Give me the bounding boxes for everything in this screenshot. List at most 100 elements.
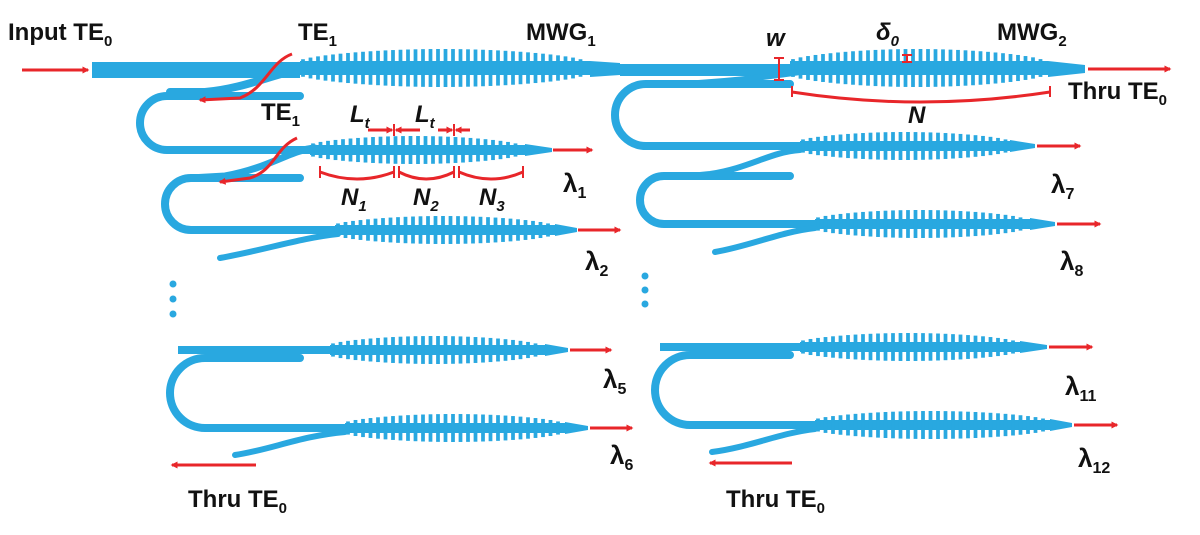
n2-label: N2: [413, 184, 439, 215]
channel-12-grating-tooth: [988, 412, 993, 438]
channel-1-grating-tooth: [438, 136, 443, 164]
u-bend-2: [161, 174, 304, 234]
channel-5-grating-tooth: [496, 338, 500, 362]
channel-11-grating-tooth: [936, 333, 940, 361]
mwg2-grating-tooth: [798, 57, 803, 79]
annotation-layer: [22, 52, 1172, 469]
channel-2-grating-tooth: [433, 216, 438, 244]
channel-12-grating-tooth: [838, 415, 843, 435]
channel-6-grating-tooth: [413, 414, 418, 442]
te1-mid-arrow: [218, 136, 298, 185]
mwg1-grating-tooth: [353, 52, 358, 84]
channel-5-grating-tooth: [383, 337, 388, 363]
bus-input-waveguide: [92, 62, 300, 78]
channel-5-grating-tooth: [481, 337, 485, 363]
channel-11-grating-tooth: [831, 336, 835, 358]
lt-label-2: Lt: [415, 101, 436, 132]
channel-1-grating-tooth: [491, 139, 495, 161]
channel-11-grating-tooth: [876, 333, 880, 361]
mwg1-grating-tooth: [331, 54, 335, 82]
mwg1-grating-tooth: [556, 55, 560, 81]
channel-1-grating-tooth: [318, 141, 323, 159]
channel-11-grating-tooth: [1011, 340, 1015, 354]
channel-5-grating-tooth: [338, 341, 343, 359]
channel-7-grating-tooth: [913, 132, 918, 160]
mwg1-grating-tooth: [428, 49, 433, 87]
channel-8-grating-tooth: [1018, 217, 1023, 231]
channel-2-out-taper: [555, 224, 577, 236]
lambda2-label: λ2: [585, 246, 608, 280]
te1-drop-top: [166, 62, 324, 96]
mwg1-grating-tooth: [458, 49, 463, 87]
channel-11-grating-tooth: [973, 335, 978, 359]
channel-8-grating-tooth: [913, 210, 918, 238]
channel-7-grating-tooth: [891, 132, 895, 160]
channel-5-grating-tooth: [436, 336, 440, 364]
lambda1-label: λ1: [563, 168, 586, 202]
channel-1-grating-tooth: [506, 141, 510, 159]
channel-2-grating-tooth: [538, 221, 543, 239]
channel-8-grating-tooth: [883, 210, 888, 238]
channel-8-grating-tooth: [921, 210, 925, 238]
n1-label: N1: [341, 184, 367, 215]
channel-2-grating-tooth: [351, 220, 355, 240]
channel-6-grating-tooth: [556, 421, 560, 435]
channel-11-grating-tooth: [861, 334, 865, 360]
channel-7-grating-tooth: [831, 135, 835, 157]
channel-2-grating-tooth: [426, 216, 430, 244]
channel-1-grating-tooth: [453, 137, 458, 163]
channel-7-in: [790, 142, 800, 150]
mwg1-grating-tooth: [548, 54, 553, 82]
channel-8-in: [790, 220, 815, 228]
channel-12-grating-tooth: [951, 411, 955, 439]
u-bend-7: [611, 80, 794, 150]
channel-2-grating-tooth: [501, 218, 505, 242]
channel-8-grating-tooth: [966, 211, 970, 237]
mwg1-grating-tooth: [391, 50, 395, 86]
channel-5-grating-tooth: [353, 339, 358, 361]
channel-7-grating-tooth: [816, 136, 820, 156]
channel-1-grating-tooth: [483, 139, 488, 161]
channel-5-grating-tooth: [503, 339, 508, 361]
channel-12-grating-tooth: [943, 411, 948, 439]
channel-12-grating-tooth: [921, 411, 925, 439]
channel-6-grating-tooth: [361, 418, 365, 438]
channel-11-grating-tooth: [816, 337, 820, 357]
channel-5-out-taper: [545, 344, 568, 356]
channel-6-grating-tooth: [428, 414, 433, 442]
channel-2-grating-tooth: [471, 216, 475, 244]
channel-1-grating-tooth: [416, 136, 420, 164]
channel-12-grating-tooth: [973, 412, 978, 438]
channel-7-grating-tooth: [808, 137, 813, 155]
channel-2-grating-tooth: [366, 219, 370, 241]
channel-2-grating-core: [335, 225, 555, 235]
channel-7-grating-tooth: [943, 133, 948, 159]
channel-1-grating-tooth: [408, 136, 413, 164]
tail-8: [712, 225, 818, 255]
thru-te0-left-label: Thru TE0: [188, 486, 287, 517]
mwg2-grating-tooth: [896, 49, 900, 87]
channel-2-grating-tooth: [456, 216, 460, 244]
channel-11-grating-tooth: [988, 337, 993, 357]
channel-6-grating-tooth: [533, 418, 538, 438]
mwg1-grating: [300, 49, 590, 87]
channel-5-grating-tooth: [368, 338, 373, 362]
mwg1-grating-tooth: [421, 49, 425, 87]
channel-12-grating-tooth: [831, 416, 835, 434]
channel-5-grating-tooth: [526, 341, 530, 359]
channel-6-grating-tooth: [451, 414, 455, 442]
mwg2-grating-tooth: [1031, 57, 1035, 79]
channel-7-grating-core: [800, 141, 1010, 151]
mwg1-grating-tooth: [473, 49, 478, 87]
mwg1-label: MWG1: [526, 19, 596, 50]
channel-8-grating-tooth: [891, 210, 895, 238]
mwg2-grating-tooth: [903, 49, 908, 87]
channel-8-grating-tooth: [906, 210, 910, 238]
channel-6-grating-tooth: [518, 416, 523, 440]
channel-2-grating-tooth: [448, 216, 453, 244]
channel-2-grating-tooth: [411, 216, 415, 244]
channel-8-grating-tooth: [996, 213, 1000, 235]
channel-1-grating-tooth: [461, 137, 465, 163]
channel-8-grating-tooth: [1003, 214, 1008, 234]
